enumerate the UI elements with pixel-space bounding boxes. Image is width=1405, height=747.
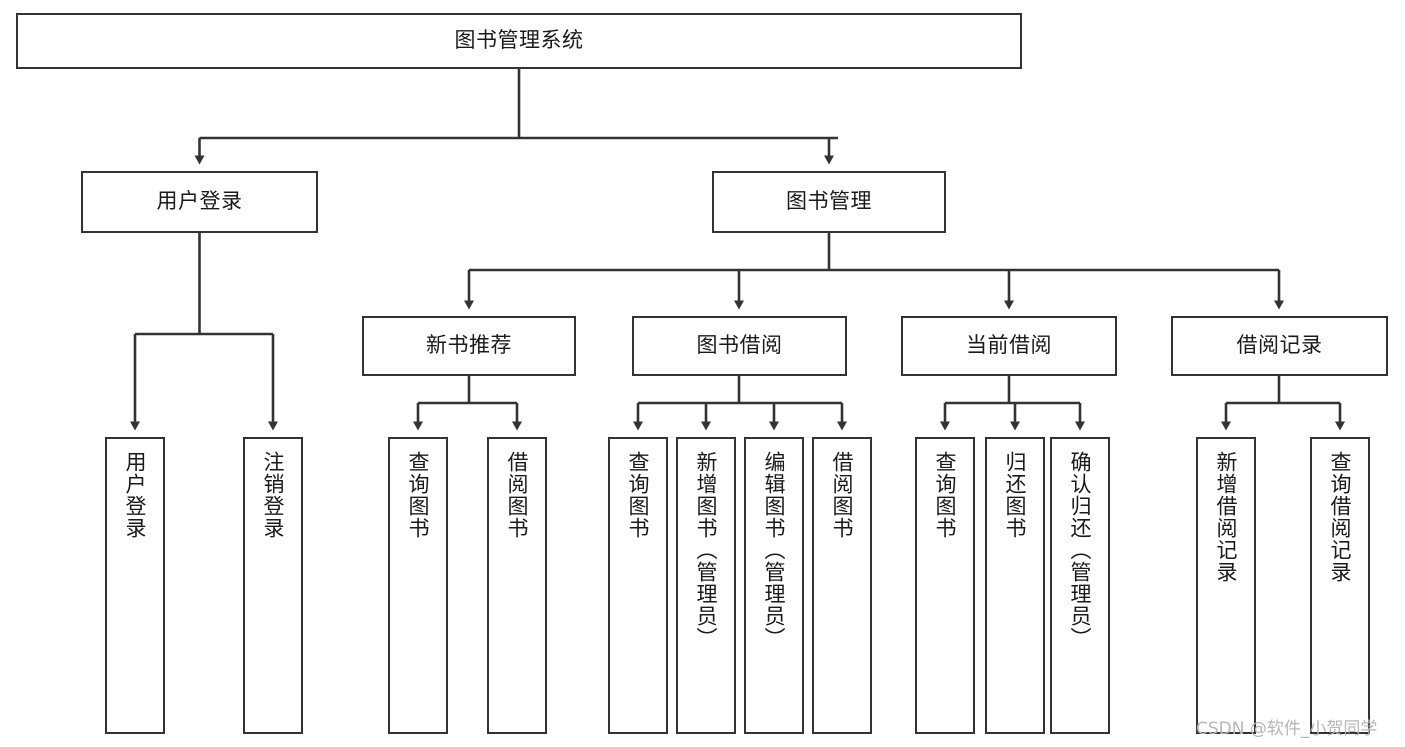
node-book-borrow-label: 图书借阅	[696, 333, 783, 358]
node-current-borrow[interactable]: 当前借阅	[901, 316, 1117, 376]
node-leaf-borrow-book-2-label: 借阅图书	[830, 451, 855, 539]
csdn-watermark: CSDN @软件_小贺同学	[1196, 719, 1378, 739]
node-new-book-recommend-label: 新书推荐	[426, 333, 512, 358]
node-leaf-query-book-1[interactable]: 查询图书	[388, 437, 448, 734]
node-leaf-user-login-label: 用户登录	[123, 451, 148, 539]
node-user-login[interactable]: 用户登录	[81, 171, 318, 233]
node-leaf-query-record-label: 查询借阅记录	[1328, 451, 1353, 583]
node-leaf-query-record[interactable]: 查询借阅记录	[1310, 437, 1370, 734]
node-leaf-edit-book-label: 编辑图书（管理员）	[762, 451, 787, 649]
node-leaf-return-book[interactable]: 归还图书	[985, 437, 1045, 734]
node-leaf-add-record[interactable]: 新增借阅记录	[1196, 437, 1256, 734]
node-leaf-edit-book[interactable]: 编辑图书（管理员）	[744, 437, 804, 734]
node-leaf-add-book[interactable]: 新增图书（管理员）	[676, 437, 736, 734]
node-leaf-query-book-3[interactable]: 查询图书	[915, 437, 975, 734]
node-book-borrow[interactable]: 图书借阅	[632, 316, 847, 376]
node-leaf-logout-label: 注销登录	[261, 451, 286, 539]
node-root-label: 图书管理系统	[454, 28, 584, 53]
node-user-login-label: 用户登录	[156, 189, 243, 214]
node-leaf-add-book-label: 新增图书（管理员）	[694, 451, 719, 649]
node-leaf-add-record-label: 新增借阅记录	[1214, 451, 1239, 583]
node-leaf-borrow-book-2[interactable]: 借阅图书	[812, 437, 872, 734]
node-leaf-query-book-2[interactable]: 查询图书	[608, 437, 668, 734]
node-leaf-borrow-book-1-label: 借阅图书	[505, 451, 530, 539]
node-leaf-query-book-2-label: 查询图书	[626, 451, 651, 539]
node-borrow-record-label: 借阅记录	[1236, 333, 1323, 358]
node-leaf-borrow-book-1[interactable]: 借阅图书	[487, 437, 547, 734]
node-root[interactable]: 图书管理系统	[16, 13, 1022, 69]
node-book-manage-label: 图书管理	[786, 189, 872, 214]
node-leaf-confirm-return-label: 确认归还（管理员）	[1068, 451, 1093, 649]
node-leaf-logout[interactable]: 注销登录	[243, 437, 303, 734]
node-book-manage[interactable]: 图书管理	[712, 171, 946, 233]
node-borrow-record[interactable]: 借阅记录	[1171, 316, 1388, 376]
node-leaf-return-book-label: 归还图书	[1003, 451, 1028, 539]
node-current-borrow-label: 当前借阅	[966, 333, 1052, 358]
node-leaf-query-book-1-label: 查询图书	[406, 451, 431, 539]
node-new-book-recommend[interactable]: 新书推荐	[362, 316, 576, 376]
node-leaf-confirm-return[interactable]: 确认归还（管理员）	[1050, 437, 1110, 734]
node-leaf-user-login[interactable]: 用户登录	[105, 437, 165, 734]
node-leaf-query-book-3-label: 查询图书	[933, 451, 958, 539]
